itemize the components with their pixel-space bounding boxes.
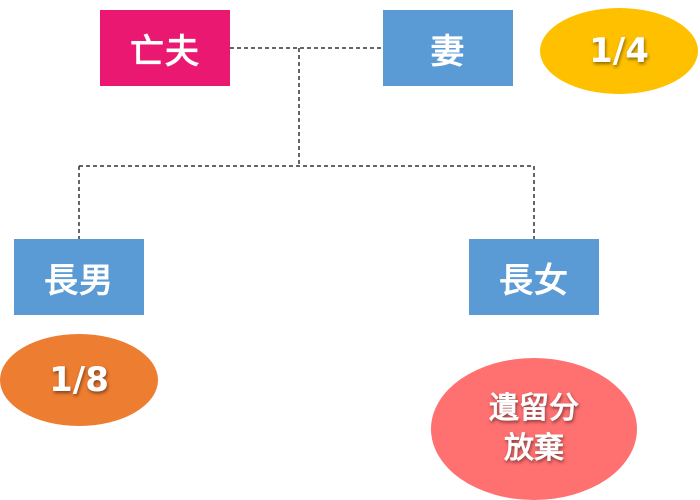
eldest-daughter-box: 長女: [469, 239, 599, 315]
eldest-daughter-share-line2: 放棄: [504, 431, 564, 466]
eldest-daughter-label: 長女: [499, 260, 569, 301]
deceased-husband-label: 亡夫: [130, 31, 200, 72]
wife-share-badge: 1/4: [540, 8, 698, 94]
wife-share-label: 1/4: [589, 31, 649, 71]
eldest-son-label: 長男: [44, 260, 114, 301]
eldest-daughter-share-line1: 遺留分: [489, 391, 579, 426]
eldest-son-share-label: 1/8: [49, 360, 109, 400]
eldest-daughter-share-badge: 遺留分 放棄: [431, 358, 637, 500]
deceased-husband-box: 亡夫: [100, 10, 230, 86]
eldest-son-box: 長男: [14, 239, 144, 315]
wife-box: 妻: [383, 10, 513, 86]
wife-label: 妻: [430, 31, 466, 72]
eldest-son-share-badge: 1/8: [0, 334, 158, 426]
